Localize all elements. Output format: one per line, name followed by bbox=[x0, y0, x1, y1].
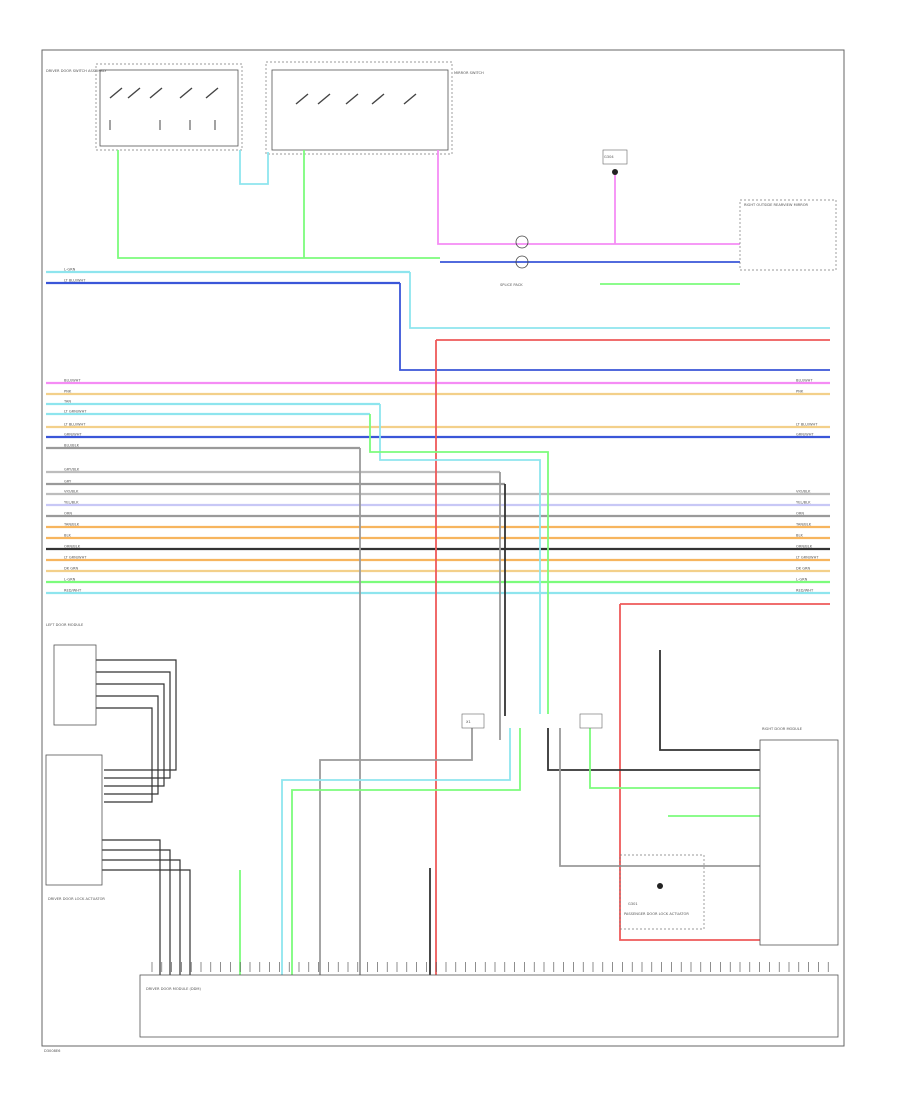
route-gray-rightmodule bbox=[559, 728, 760, 867]
wire-label-right: RED/WHT bbox=[796, 589, 814, 593]
route-left-harness-1 bbox=[96, 659, 177, 771]
wire-label-left: LT BLU/WHT bbox=[64, 423, 86, 427]
wire-label-right: YEL/BLK bbox=[796, 501, 811, 505]
wire-routes bbox=[96, 150, 830, 975]
route-left-harness-4 bbox=[96, 695, 159, 795]
connector-x1-label: X1 bbox=[466, 720, 471, 724]
wire-label-left: GRN/WHT bbox=[64, 433, 82, 437]
wire-label-left: L-GRN bbox=[64, 268, 76, 272]
route-black-right bbox=[547, 728, 760, 771]
route-left-lower-4 bbox=[102, 869, 191, 975]
route-left-lower-2 bbox=[102, 849, 171, 975]
wire-label-left: GRY/BLK bbox=[64, 468, 80, 472]
splice-pack-top: SPLICE PACK bbox=[500, 235, 529, 287]
wire-label-right: DK GRN bbox=[796, 567, 811, 571]
right-mirror-block: RIGHT OUTSIDE REARVIEW MIRROR bbox=[739, 199, 837, 271]
wire-label-left: BLU/BLK bbox=[64, 444, 80, 448]
wire-label-left: LT GRN/WHT bbox=[64, 556, 87, 560]
wire-label-right: BLU/WHT bbox=[796, 379, 813, 383]
top-mid-switch-assembly: MIRROR SWITCH bbox=[265, 61, 484, 155]
wire-label-right: GRN/WHT bbox=[796, 433, 814, 437]
route-green-bottom bbox=[291, 728, 521, 975]
left-module-top-label: LEFT DOOR MODULE bbox=[46, 623, 84, 627]
wire-label-left: LT BLU/WHT bbox=[64, 279, 86, 283]
right-actuator-block: PASSENGER DOOR LOCK ACTUATOR G301 bbox=[619, 854, 705, 930]
route-ltblue-bottom bbox=[281, 728, 511, 975]
route-ltblue-mid bbox=[379, 404, 541, 714]
wire-label-left: RED/WHT bbox=[64, 589, 82, 593]
bottom-door-module: DRIVER DOOR MODULE (DDM) bbox=[139, 962, 839, 1038]
wire-labels: L-GRN LT BLU/WHT BLU/WHT BLU/WHT PNK PNK TAN LT… bbox=[63, 268, 819, 593]
wire-label-left: BLU/WHT bbox=[64, 379, 81, 383]
route-ltblue-top bbox=[239, 150, 269, 185]
left-door-module-top: LEFT DOOR MODULE bbox=[46, 623, 97, 726]
ground-right-label: G301 bbox=[628, 902, 638, 906]
splice-label: SPLICE PACK bbox=[500, 283, 523, 287]
wire-label-right: LT GRN/WHT bbox=[796, 556, 819, 560]
route-ltblue-right bbox=[409, 272, 830, 329]
right-mirror-label: RIGHT OUTSIDE REARVIEW MIRROR bbox=[744, 203, 809, 207]
route-green-rightmodule bbox=[589, 728, 760, 789]
ground-top-label: G304 bbox=[604, 155, 614, 159]
wire-label-left: YEL/BLK bbox=[64, 501, 79, 505]
wire-label-left: ORN bbox=[64, 512, 72, 516]
route-left-harness-2 bbox=[96, 671, 171, 779]
route-red-rightmodule bbox=[619, 604, 760, 941]
wire-label-right: TAN/BLK bbox=[795, 523, 812, 527]
wire-label-left: LT GRN/WHT bbox=[64, 410, 87, 414]
top-left-switch-assembly: DRIVER DOOR SWITCH ASSEMBLY bbox=[46, 63, 243, 151]
wire-label-right: ORN bbox=[796, 512, 804, 516]
route-gray-bottom bbox=[319, 728, 473, 975]
switch-mid-title: MIRROR SWITCH bbox=[454, 71, 484, 75]
ground-top: G304 bbox=[602, 149, 628, 175]
route-left-harness-3 bbox=[96, 683, 165, 787]
route-blue-down bbox=[399, 283, 830, 371]
route-green-mid bbox=[369, 414, 549, 714]
module-pin-row bbox=[151, 962, 829, 972]
route-green-top bbox=[117, 150, 440, 259]
route-black-ground-right bbox=[659, 650, 760, 751]
diagram-frame bbox=[41, 49, 845, 1047]
driver-window-switch: DRIVER DOOR LOCK ACTUATOR bbox=[45, 754, 105, 901]
route-left-harness-5 bbox=[96, 707, 153, 803]
wire-label-left: VIO/BLK bbox=[64, 490, 79, 494]
connector-x1: X1 bbox=[461, 713, 603, 729]
wire-label-left: PNK bbox=[64, 390, 72, 394]
bottom-module-label: DRIVER DOOR MODULE (DDM) bbox=[146, 987, 202, 991]
wire-label-left: TAN bbox=[63, 400, 71, 404]
left-module-bottom-label: DRIVER DOOR LOCK ACTUATOR bbox=[48, 897, 105, 901]
right-actuator-label: PASSENGER DOOR LOCK ACTUATOR bbox=[624, 912, 689, 916]
wire-label-right: VIO/BLK bbox=[796, 490, 811, 494]
wire-bus bbox=[46, 270, 830, 595]
wire-label-right: ORN/BLK bbox=[796, 545, 813, 549]
wire-label-right: BLK bbox=[796, 534, 803, 538]
route-pink-top bbox=[437, 150, 740, 245]
page-code: D3008E6 bbox=[44, 1049, 61, 1053]
wire-label-left: ORN/BLK bbox=[64, 545, 81, 549]
wire-label-left: BLK bbox=[64, 534, 71, 538]
wire-label-left: L-GRN bbox=[64, 578, 76, 582]
wire-label-left: TAN/BLK bbox=[63, 523, 80, 527]
route-left-lower-1 bbox=[102, 839, 161, 975]
right-door-module: RIGHT DOOR MODULE bbox=[759, 727, 839, 946]
wire-label-right: L-GRN bbox=[796, 578, 808, 582]
wire-label-left: GRY bbox=[64, 480, 72, 484]
wire-label-left: DK GRN bbox=[64, 567, 79, 571]
right-module-label: RIGHT DOOR MODULE bbox=[762, 727, 803, 731]
route-left-lower-3 bbox=[102, 859, 181, 975]
switch-left-title: DRIVER DOOR SWITCH ASSEMBLY bbox=[46, 69, 107, 73]
wire-label-right: LT BLU/WHT bbox=[796, 423, 818, 427]
wire-label-right: PNK bbox=[796, 390, 804, 394]
